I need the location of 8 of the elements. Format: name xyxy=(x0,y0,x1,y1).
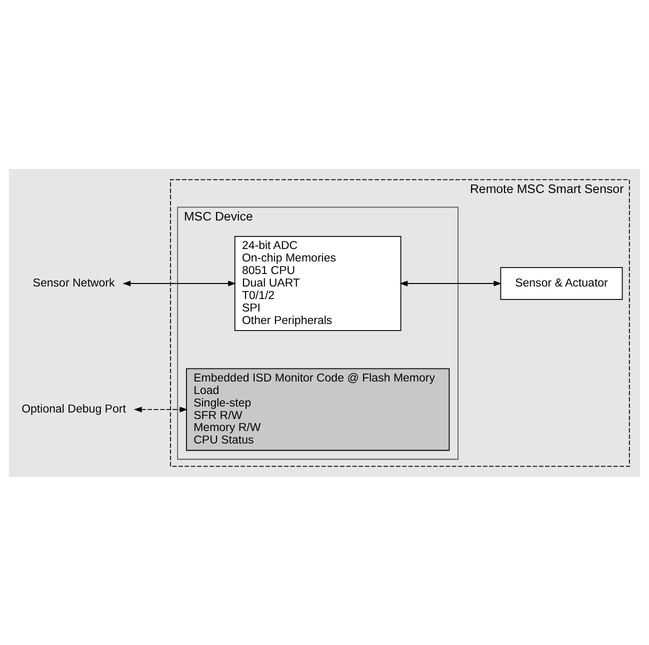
arrow xyxy=(400,280,502,286)
arrow xyxy=(134,406,188,412)
node-text: Optional Debug Port xyxy=(22,403,126,416)
node-text: Sensor Network xyxy=(32,277,115,290)
arrow xyxy=(122,280,236,286)
node-box: Embedded ISD Monitor Code @ Flash Memory Load Single-step SFR R/W Memory R/W CPU Status xyxy=(186,368,450,450)
node-box: Sensor & Actuator xyxy=(500,266,623,300)
node-box: 24-bit ADC On-chip Memories 8051 CPU Dual UART T0/1/2 SPI Other Peripherals xyxy=(234,236,402,330)
